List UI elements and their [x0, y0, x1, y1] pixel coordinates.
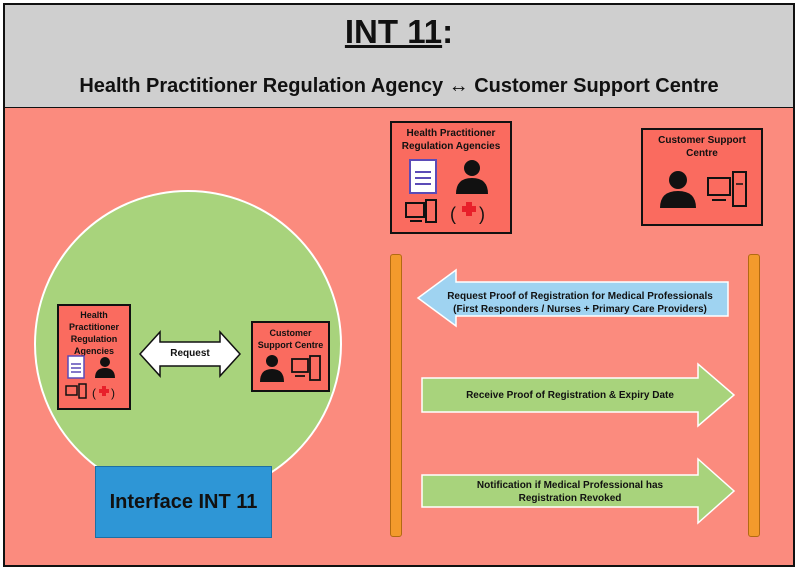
flow-arrow-request-proof — [416, 268, 729, 328]
request-label: Request — [170, 348, 210, 359]
svg-text:(: ( — [450, 204, 456, 224]
page-subtitle: Health Practitioner Regulation Agency ↔ … — [79, 75, 719, 97]
flow-text-request-proof: Request Proof of Registration for Medica… — [447, 291, 713, 315]
svg-text:(: ( — [92, 386, 96, 400]
person-icon — [456, 160, 488, 194]
computer-icon — [707, 171, 747, 207]
medical-cross-icon: ( ) — [450, 202, 485, 224]
document-icon — [67, 355, 85, 379]
title-colon: : — [442, 13, 454, 50]
title-main: INT 11 — [344, 13, 443, 50]
document-icon — [409, 159, 437, 194]
csc-lifeline — [748, 254, 760, 537]
csc-box-top-label: Customer Support Centre — [658, 135, 746, 159]
medical-cross-icon: ( ) — [92, 386, 115, 400]
computer-icon — [291, 355, 321, 381]
flow-text-notification: Notification if Medical Professional has… — [476, 480, 664, 504]
svg-text:): ) — [111, 386, 115, 400]
svg-text:): ) — [479, 204, 485, 224]
request-double-arrow — [138, 330, 242, 378]
hpra-box-top-label: Health Practitioner Regulation Agencies — [401, 128, 501, 152]
person-icon — [260, 355, 284, 382]
csc-box-circle-label: Customer Support Centre — [257, 328, 324, 350]
flow-arrow-receive-proof — [421, 362, 736, 428]
person-icon — [95, 357, 115, 378]
computer-icon — [65, 383, 87, 399]
flow-arrow-notification — [421, 457, 736, 525]
page-title: INT 11: — [5, 13, 793, 51]
hpra-lifeline — [390, 254, 402, 537]
flow-text-receive-proof: Receive Proof of Registration & Expiry D… — [466, 390, 674, 401]
person-icon — [660, 171, 696, 208]
csc-box-top: Customer Support Centre — [641, 128, 763, 226]
hpra-box-circle-label: Health Practitioner Regulation Agencies — [68, 310, 119, 356]
interface-label: Interface INT 11 — [95, 466, 272, 538]
computer-icon — [405, 199, 437, 223]
